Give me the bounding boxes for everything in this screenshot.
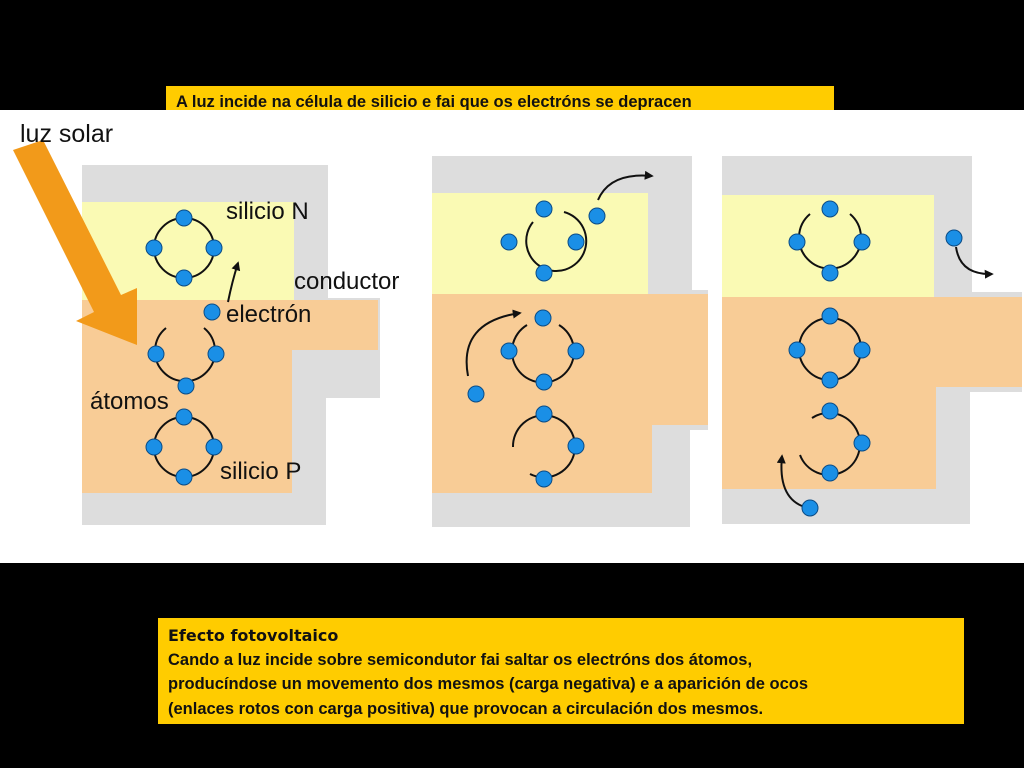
atom: [145, 209, 223, 287]
free-electron: [801, 499, 819, 517]
info-box: Efecto fotovoltaico Cando a luz incide s…: [158, 618, 964, 724]
panel-1: luz solar silicio N conductor electrón á…: [13, 120, 399, 525]
info-line: (enlaces rotos con carga positiva) que p…: [168, 699, 764, 718]
electron-arrow: [227, 261, 241, 303]
atoms-label: átomos: [90, 388, 169, 415]
info-title: Efecto fotovoltaico: [168, 626, 339, 645]
atom: [500, 200, 588, 282]
atom: [788, 200, 871, 282]
sunlight-label: luz solar: [20, 120, 113, 148]
free-electron: [945, 229, 963, 247]
free-electron: [467, 385, 485, 403]
p-layer: [432, 294, 708, 493]
sunlight-arrow: [13, 140, 137, 345]
atom: [511, 405, 585, 488]
electron-arrow: [597, 170, 654, 201]
electron-label: electrón: [226, 301, 311, 328]
free-electron: [588, 207, 606, 225]
conductor-label: conductor: [294, 268, 399, 295]
info-line: producíndose un movemento dos mesmos (ca…: [168, 675, 808, 694]
atom: [145, 408, 223, 486]
panel-2: [432, 156, 708, 527]
hole-arrow: [465, 309, 522, 377]
hole-arrow: [776, 454, 803, 507]
silicon-p-label: silicio P: [220, 458, 301, 485]
atom: [147, 327, 225, 395]
panel-3: [722, 156, 1022, 524]
photovoltaic-diagram: luz solar silicio N conductor electrón á…: [0, 110, 1024, 563]
atom: [799, 402, 871, 482]
free-electron: [203, 303, 221, 321]
electron-arrow: [955, 246, 994, 279]
info-line: Cando a luz incide sobre semicondutor fa…: [168, 651, 753, 670]
silicon-n-label: silicio N: [226, 198, 309, 225]
atom: [500, 309, 585, 391]
atom: [788, 307, 871, 389]
